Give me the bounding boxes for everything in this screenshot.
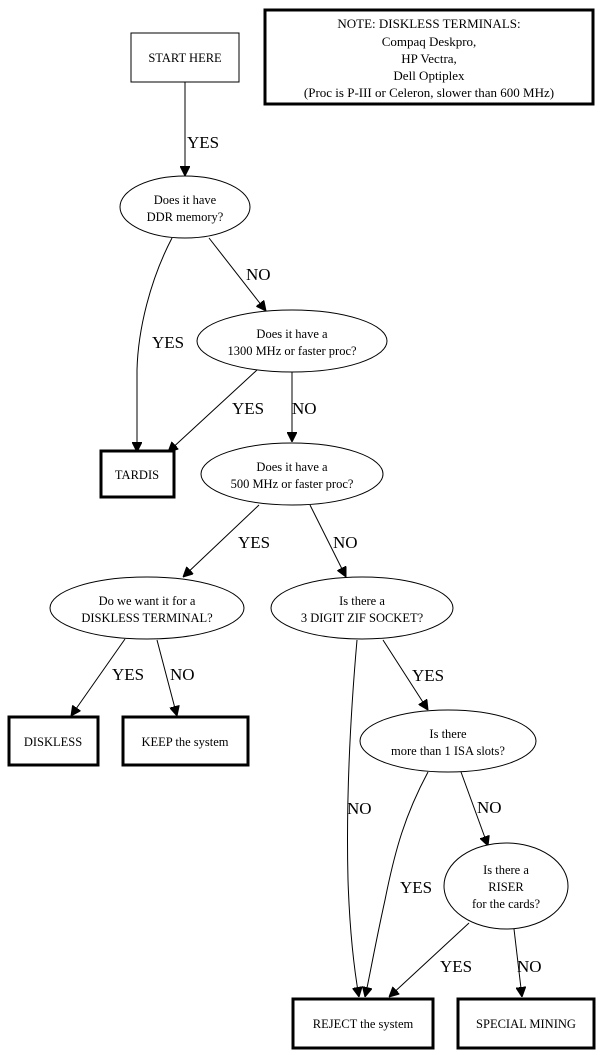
node-diskless-label: DISKLESS — [24, 735, 82, 749]
edge-zif-isa — [382, 639, 428, 710]
note-line-3: HP Vectra, — [401, 51, 457, 66]
decision-zif-socket-line-2: 3 DIGIT ZIF SOCKET? — [301, 611, 424, 625]
edge-label-mhz500-zif: NO — [333, 533, 358, 552]
edge-label-zif-reject: NO — [347, 799, 372, 818]
note-line-2: Compaq Deskpro, — [382, 34, 477, 49]
edge-label-diskless-q-diskless: YES — [112, 665, 144, 684]
node-tardis-label: TARDIS — [115, 468, 159, 482]
edge-diskless-q-diskless — [71, 638, 126, 716]
edge-diskless-q-keep — [156, 639, 177, 716]
decision-ddr-memory-line-2: DDR memory? — [147, 210, 224, 224]
edge-label-isa-riser: NO — [477, 798, 502, 817]
note-line-4: Dell Optiplex — [393, 68, 465, 83]
edge-label-ddr-mhz1300: NO — [246, 265, 271, 284]
edge-label-diskless-q-keep: NO — [170, 665, 195, 684]
node-reject-system-label: REJECT the system — [313, 1017, 414, 1031]
edge-label-zif-isa: YES — [412, 666, 444, 685]
edge-label-riser-special: NO — [517, 957, 542, 976]
note-line-1: NOTE: DISKLESS TERMINALS: — [337, 16, 520, 31]
edge-label-isa-reject: YES — [400, 878, 432, 897]
edge-mhz500-diskless-q — [183, 504, 260, 577]
decision-1300mhz-line-2: 1300 MHz or faster proc? — [227, 344, 357, 358]
edge-ddr-mhz1300 — [208, 237, 266, 311]
node-start-here: START HERE — [130, 32, 240, 83]
decision-1300mhz-line-1: Does it have a — [256, 327, 328, 341]
decision-1300mhz: Does it have a 1300 MHz or faster proc? — [196, 309, 388, 373]
decision-zif-socket: Is there a 3 DIGIT ZIF SOCKET? — [270, 576, 454, 640]
decision-ddr-memory: Does it have DDR memory? — [119, 175, 251, 239]
decision-riser-line-3: for the cards? — [472, 897, 540, 911]
decision-diskless-terminal-line-2: DISKLESS TERMINAL? — [81, 611, 213, 625]
decision-500mhz-line-2: 500 MHz or faster proc? — [231, 477, 354, 491]
edge-mhz500-zif — [309, 504, 346, 577]
decision-diskless-terminal-line-1: Do we want it for a — [99, 594, 196, 608]
decision-ddr-memory-line-1: Does it have — [154, 193, 217, 207]
decision-diskless-terminal: Do we want it for a DISKLESS TERMINAL? — [49, 576, 245, 640]
node-keep-system: KEEP the system — [121, 715, 250, 767]
edge-label-mhz1300-mhz500: NO — [292, 399, 317, 418]
edge-mhz1300-tardis — [168, 369, 258, 452]
edge-riser-special — [513, 928, 522, 997]
decision-riser: Is there a RISER for the cards? — [443, 842, 569, 930]
node-tardis: TARDIS — [99, 449, 176, 499]
edge-label-ddr-tardis: YES — [152, 333, 184, 352]
edge-label-start-ddr: YES — [187, 133, 219, 152]
note-line-5: (Proc is P-III or Celeron, slower than 6… — [304, 85, 554, 100]
node-special-mining: SPECIAL MINING — [456, 997, 596, 1050]
decision-500mhz: Does it have a 500 MHz or faster proc? — [200, 442, 384, 506]
decision-isa-slots-line-2: more than 1 ISA slots? — [391, 744, 505, 758]
note-diskless-terminals: NOTE: DISKLESS TERMINALS: Compaq Deskpro… — [263, 8, 595, 106]
decision-isa-slots: Is there more than 1 ISA slots? — [359, 709, 537, 773]
edge-isa-riser — [460, 771, 488, 846]
edge-label-riser-reject: YES — [440, 957, 472, 976]
edge-zif-reject — [346, 639, 359, 997]
edge-isa-reject — [365, 771, 429, 997]
node-keep-system-label: KEEP the system — [141, 735, 228, 749]
edge-label-mhz1300-tardis: YES — [232, 399, 264, 418]
node-start-here-label: START HERE — [148, 51, 222, 65]
decision-500mhz-line-1: Does it have a — [256, 460, 328, 474]
decision-riser-line-1: Is there a — [483, 863, 529, 877]
decision-zif-socket-line-1: Is there a — [339, 594, 385, 608]
node-reject-system: REJECT the system — [291, 997, 435, 1050]
edge-ddr-tardis — [137, 237, 173, 452]
node-diskless: DISKLESS — [7, 715, 100, 767]
node-special-mining-label: SPECIAL MINING — [476, 1017, 576, 1031]
edge-label-mhz500-diskless-q: YES — [238, 533, 270, 552]
edge-riser-reject — [389, 922, 470, 997]
decision-isa-slots-line-1: Is there — [429, 727, 467, 741]
decision-riser-line-2: RISER — [488, 880, 524, 894]
